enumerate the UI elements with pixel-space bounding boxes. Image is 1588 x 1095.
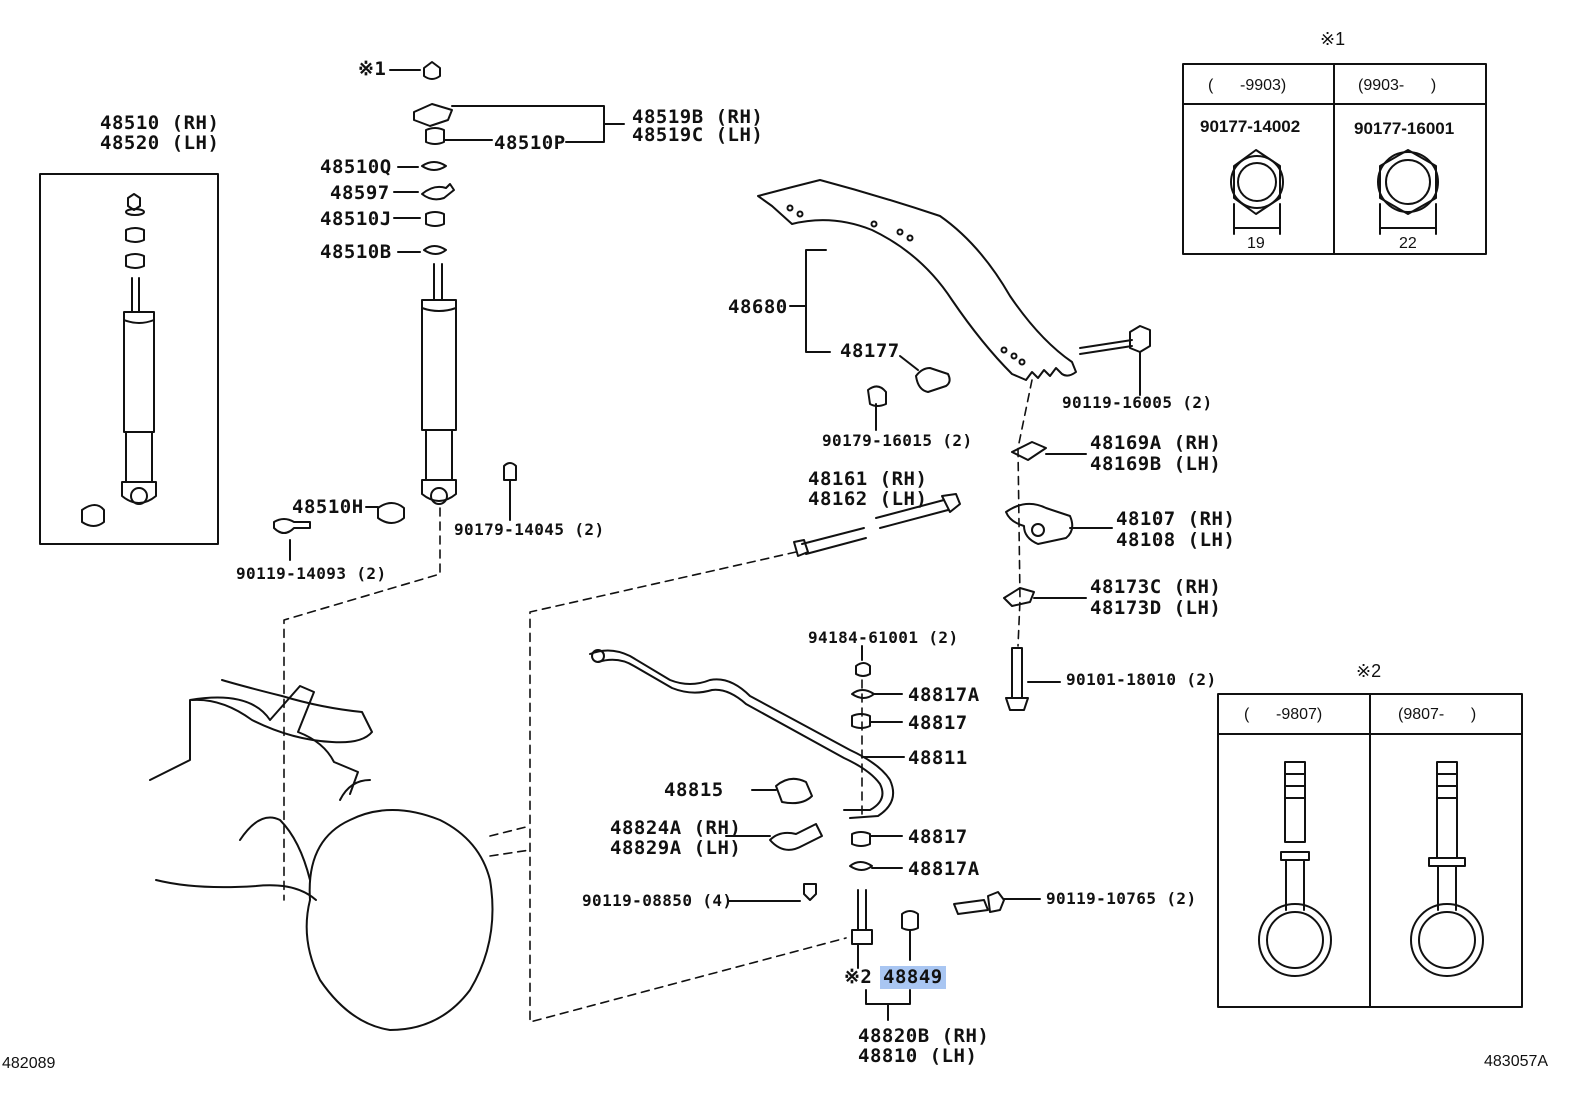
label-bushing-48817-lower[interactable]: 48817: [908, 826, 968, 848]
inset-link-variants: [1217, 693, 1523, 1008]
label-bushing-48815[interactable]: 48815: [664, 779, 724, 801]
front-axle-hub: [149, 679, 494, 1031]
label-bracket-48829a[interactable]: 48829A (LH): [610, 837, 742, 859]
label-shock-absorber-rh[interactable]: 48510 (RH): [100, 112, 220, 134]
label-bracket-lh[interactable]: 48519C (LH): [632, 124, 764, 146]
label-bushing-48817-upper[interactable]: 48817: [908, 712, 968, 734]
inset1-col1-part[interactable]: 90177-14002: [1200, 117, 1301, 136]
inset1-col2-part[interactable]: 90177-16001: [1354, 119, 1455, 138]
label-part-48849-highlighted[interactable]: 48849: [880, 966, 946, 989]
footer-right-code: 483057A: [1484, 1053, 1549, 1070]
label-shock-absorber-lh[interactable]: 48520 (LH): [100, 132, 220, 154]
inset2-col1-header: ( -9807): [1244, 706, 1323, 723]
label-part-48680[interactable]: 48680: [728, 296, 788, 318]
label-part-48510q[interactable]: 48510Q: [320, 156, 392, 178]
inset1-col2-size: 22: [1399, 235, 1417, 252]
label-part-48510h[interactable]: 48510H: [292, 496, 364, 518]
inset1-col1-size: 19: [1247, 235, 1265, 252]
inset2-marker: ※2: [1356, 661, 1382, 681]
label-bolt-90119-16005[interactable]: 90119-16005 (2): [1062, 393, 1213, 412]
inset-nut-variants: [1182, 63, 1487, 255]
label-stabilizer-bar-48811[interactable]: 48811: [908, 747, 968, 769]
label-note-1-marker: ※1: [358, 58, 387, 80]
label-torsion-bar-rh[interactable]: 48161 (RH): [808, 468, 928, 490]
label-part-48173d[interactable]: 48173D (LH): [1090, 597, 1222, 619]
inset1-col1-header: ( -9903): [1208, 77, 1287, 94]
inset1-marker: ※1: [1320, 29, 1346, 49]
label-part-48510j[interactable]: 48510J: [320, 208, 392, 230]
label-part-48597[interactable]: 48597: [330, 182, 390, 204]
label-bolt-90119-10765[interactable]: 90119-10765 (2): [1046, 889, 1197, 908]
label-bushing-48817a-lower[interactable]: 48817A: [908, 858, 980, 880]
label-nut-90179-16015[interactable]: 90179-16015 (2): [822, 431, 973, 450]
label-bolt-90101-18010[interactable]: 90101-18010 (2): [1066, 670, 1217, 689]
label-part-48169b[interactable]: 48169B (LH): [1090, 453, 1222, 475]
shock-absorber-assembly-box: [39, 173, 219, 545]
footer-left-code: 482089: [2, 1055, 56, 1072]
label-bushing-48817a-upper[interactable]: 48817A: [908, 684, 980, 706]
label-part-48169a[interactable]: 48169A (RH): [1090, 432, 1222, 454]
label-link-48820b[interactable]: 48820B (RH): [858, 1025, 990, 1047]
label-torsion-bar-lh[interactable]: 48162 (LH): [808, 488, 928, 510]
label-part-48173c[interactable]: 48173C (RH): [1090, 576, 1222, 598]
label-nut-94184-61001[interactable]: 94184-61001 (2): [808, 628, 959, 647]
inset2-col2-header: (9807- ): [1398, 706, 1477, 723]
frame-crossmember: [757, 179, 1151, 431]
label-part-48177[interactable]: 48177: [840, 340, 900, 362]
inset1-col2-header: (9903- ): [1358, 77, 1437, 94]
dashed-reference-lines: [283, 379, 1033, 1023]
label-part-48107[interactable]: 48107 (RH): [1116, 508, 1236, 530]
label-note-2-marker: ※2: [844, 966, 873, 988]
label-nut-90179-14045[interactable]: 90179-14045 (2): [454, 520, 605, 539]
label-part-48510b[interactable]: 48510B: [320, 241, 392, 263]
label-part-48108[interactable]: 48108 (LH): [1116, 529, 1236, 551]
torsion-bar-parts: [793, 441, 1113, 711]
label-bracket-rh[interactable]: 48519B (RH): [632, 106, 764, 128]
label-bracket-48824a[interactable]: 48824A (RH): [610, 817, 742, 839]
stabilizer-bar: [589, 645, 1041, 1021]
label-bolt-90119-08850[interactable]: 90119-08850 (4): [582, 891, 733, 910]
upper-shock-stack: [273, 61, 625, 561]
label-link-48810[interactable]: 48810 (LH): [858, 1045, 978, 1067]
label-bolt-90119-14093[interactable]: 90119-14093 (2): [236, 564, 387, 583]
label-part-48510p[interactable]: 48510P: [494, 132, 566, 154]
